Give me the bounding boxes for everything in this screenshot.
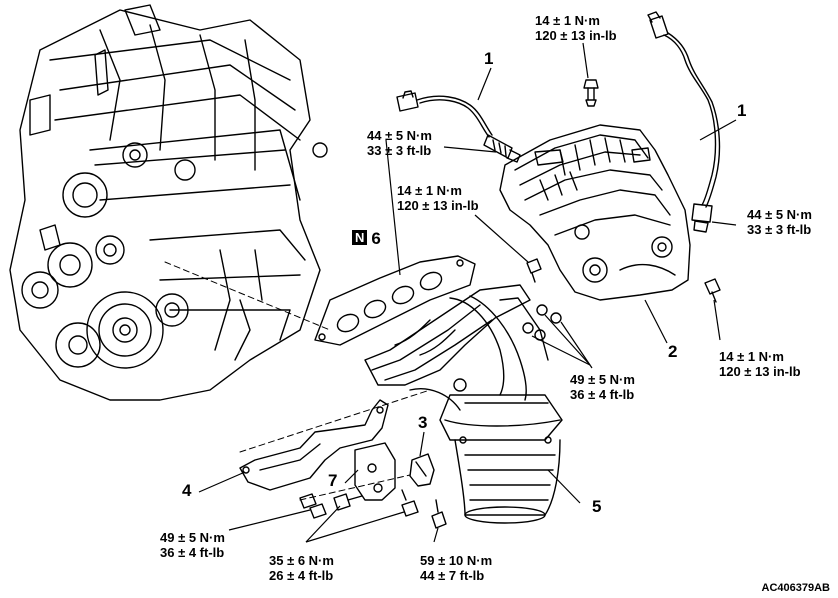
- manifold-stay: [239, 399, 389, 491]
- callout-6-number: 6: [371, 229, 381, 248]
- torque-shield-left: 14 ± 1 N·m 120 ± 13 in-lb: [397, 183, 479, 213]
- oxygen-sensor-rear: [647, 11, 721, 233]
- torque-top-center: 14 ± 1 N·m 120 ± 13 in-lb: [535, 13, 617, 43]
- converter-bracket: [354, 442, 396, 501]
- torque-imperial: 26 ± 4 ft-lb: [269, 568, 334, 583]
- callout-3: 3: [418, 413, 428, 432]
- callout-2: 2: [668, 342, 678, 361]
- torque-metric: 44 ± 5 N·m: [747, 207, 812, 222]
- bolt-shield-right: [704, 278, 721, 303]
- exhaust-gasket: [314, 255, 476, 346]
- engine-block: [9, 4, 328, 401]
- torque-sensor-left: 44 ± 5 N·m 33 ± 3 ft-lb: [367, 128, 432, 158]
- new-part-badge: N: [352, 230, 368, 245]
- torque-manifold-nuts: 49 ± 5 N·m 36 ± 4 ft-lb: [570, 372, 635, 402]
- torque-imperial: 36 ± 4 ft-lb: [570, 387, 635, 402]
- torque-metric: 35 ± 6 N·m: [269, 553, 334, 568]
- bolt-top: [583, 79, 599, 107]
- callout-7: 7: [328, 471, 338, 490]
- callout-1-right: 1: [737, 101, 747, 120]
- bolt-shield-left: [526, 258, 542, 283]
- callout-1-left: 1: [484, 49, 494, 68]
- torque-imperial: 120 ± 13 in-lb: [719, 364, 801, 379]
- oxygen-sensor-front: [396, 90, 521, 163]
- lower-fasteners: [299, 489, 447, 529]
- torque-bracket-left: 49 ± 5 N·m 36 ± 4 ft-lb: [160, 530, 225, 560]
- torque-sensor-right: 44 ± 5 N·m 33 ± 3 ft-lb: [747, 207, 812, 237]
- exhaust-manifold: [364, 284, 563, 524]
- torque-bracket-center: 35 ± 6 N·m 26 ± 4 ft-lb: [269, 553, 334, 583]
- torque-imperial: 120 ± 13 in-lb: [397, 198, 479, 213]
- heat-shield: [499, 124, 691, 301]
- torque-metric: 44 ± 5 N·m: [367, 128, 432, 143]
- insulator-bracket: [409, 453, 435, 487]
- torque-imperial: 36 ± 4 ft-lb: [160, 545, 225, 560]
- torque-imperial: 120 ± 13 in-lb: [535, 28, 617, 43]
- callout-4: 4: [182, 481, 192, 500]
- torque-metric: 59 ± 10 N·m: [420, 553, 493, 568]
- manifold-nuts: [522, 304, 562, 341]
- torque-metric: 49 ± 5 N·m: [570, 372, 635, 387]
- torque-imperial: 44 ± 7 ft-lb: [420, 568, 485, 583]
- torque-metric: 14 ± 1 N·m: [719, 349, 784, 364]
- figure-code: AC406379AB: [761, 582, 830, 594]
- torque-metric: 14 ± 1 N·m: [397, 183, 462, 198]
- torque-metric: 49 ± 5 N·m: [160, 530, 225, 545]
- torque-metric: 14 ± 1 N·m: [535, 13, 600, 28]
- torque-imperial: 33 ± 3 ft-lb: [747, 222, 812, 237]
- torque-imperial: 33 ± 3 ft-lb: [367, 143, 432, 158]
- torque-shield-right: 14 ± 1 N·m 120 ± 13 in-lb: [719, 349, 801, 379]
- callout-5: 5: [592, 497, 602, 516]
- torque-bracket-right: 59 ± 10 N·m 44 ± 7 ft-lb: [420, 553, 492, 583]
